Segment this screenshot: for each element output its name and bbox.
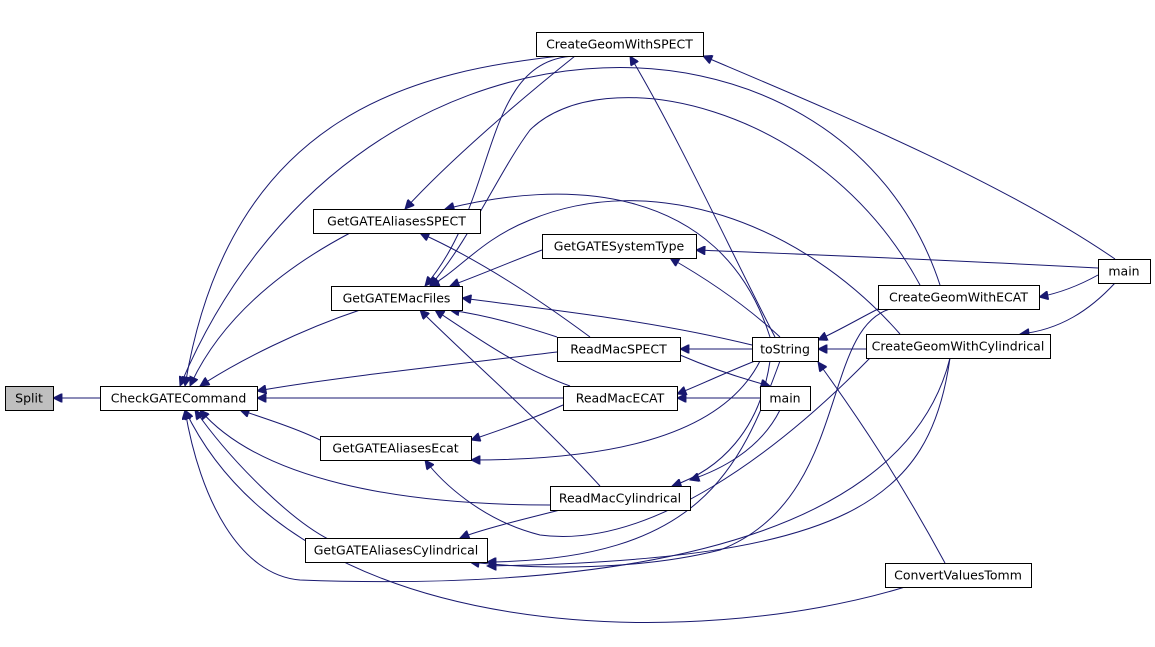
node-label: GetGATEAliasesEcat <box>332 441 458 456</box>
node-box <box>305 538 488 563</box>
node-rmecat[interactable]: ReadMacECAT <box>563 386 678 411</box>
node-box <box>866 334 1051 359</box>
node-cgcyl[interactable]: CreateGeomWithCylindrical <box>866 334 1051 359</box>
edge-main_right-to-cgcyl <box>1020 282 1116 334</box>
node-box <box>5 386 54 411</box>
node-box <box>542 234 697 259</box>
node-box <box>536 32 704 57</box>
edge-tostring-to-rmecat <box>677 360 756 394</box>
node-tostring[interactable]: toString <box>752 337 819 362</box>
edge-tostring-to-aecat <box>471 360 761 460</box>
node-convert[interactable]: ConvertValuesTomm <box>885 563 1032 588</box>
node-box <box>752 337 819 362</box>
node-box <box>878 285 1040 310</box>
edge-cgcyl-to-check <box>185 357 951 583</box>
node-cgecat[interactable]: CreateGeomWithECAT <box>878 285 1040 310</box>
node-label: CreateGeomWithSPECT <box>546 37 693 52</box>
edge-tostring-to-systype <box>670 258 781 338</box>
node-label: CheckGATECommand <box>111 391 247 406</box>
node-label: ReadMacCylindrical <box>559 491 681 506</box>
edge-main_right-to-cgspect <box>703 56 1116 260</box>
edge-macfiles-to-check <box>200 309 361 386</box>
node-box <box>1098 259 1151 284</box>
edge-cgspect-to-aspect <box>405 55 576 209</box>
edge-tostring-to-macfiles <box>462 298 753 346</box>
node-label: ReadMacECAT <box>576 391 665 406</box>
node-main_mid[interactable]: main <box>760 386 811 411</box>
node-label: ReadMacSPECT <box>570 342 667 357</box>
node-box <box>550 486 691 511</box>
node-label: GetGATESystemType <box>554 239 685 254</box>
edge-tostring-to-aspect <box>445 193 771 338</box>
edge-rmcyl-to-acyl <box>460 509 561 538</box>
edge-rmspect-to-main_mid <box>679 354 770 386</box>
node-label: GetGATEAliasesSPECT <box>327 214 466 229</box>
edge-systype-to-macfiles <box>450 249 543 286</box>
node-main_right[interactable]: main <box>1098 259 1151 284</box>
node-layer: Split CheckGATECommand CreateGeomWithSPECT… <box>5 32 1151 588</box>
edge-cgspect-to-check <box>185 54 571 386</box>
node-box <box>313 209 481 234</box>
edge-rmcyl-to-check <box>200 410 551 506</box>
node-box <box>557 337 681 362</box>
node-box <box>760 386 811 411</box>
node-box <box>563 386 678 411</box>
edge-acyl-to-check <box>195 410 331 541</box>
edge-cgcyl-to-aecat <box>425 357 871 537</box>
node-label: main <box>769 391 800 406</box>
node-acyl[interactable]: GetGATEAliasesCylindrical <box>305 538 488 563</box>
node-label: CreateGeomWithECAT <box>889 290 1028 305</box>
node-label: main <box>1108 264 1139 279</box>
node-cgspect[interactable]: CreateGeomWithSPECT <box>536 32 704 57</box>
node-label: GetGATEAliasesCylindrical <box>314 543 479 558</box>
node-label: CreateGeomWithCylindrical <box>872 339 1045 354</box>
edge-main_right-to-cgecat <box>1039 274 1099 297</box>
node-label: Split <box>15 391 43 406</box>
node-split[interactable]: Split <box>5 386 54 411</box>
node-box <box>100 386 258 411</box>
edge-convert-to-tostring <box>818 362 946 564</box>
node-box <box>331 286 463 311</box>
edge-cgecat-to-tostring <box>818 307 881 340</box>
edge-cgcyl-to-macfiles <box>430 200 901 335</box>
edge-convert-to-check <box>185 410 906 623</box>
node-rmspect[interactable]: ReadMacSPECT <box>557 337 681 362</box>
edge-cgecat-to-acyl <box>470 308 891 567</box>
node-rmcyl[interactable]: ReadMacCylindrical <box>550 486 691 511</box>
edge-layer <box>53 54 1116 623</box>
node-label: ConvertValuesTomm <box>894 568 1022 583</box>
node-box <box>885 563 1032 588</box>
edge-main_right-to-systype <box>696 250 1099 269</box>
edge-rmspect-to-check <box>257 351 558 391</box>
edge-rmecat-to-aecat <box>471 404 564 440</box>
node-label: toString <box>760 342 810 357</box>
edge-rmspect-to-macfiles <box>450 310 558 338</box>
node-systype[interactable]: GetGATESystemType <box>542 234 697 259</box>
node-label: GetGATEMacFiles <box>343 291 451 306</box>
edge-cgecat-to-check <box>180 67 941 386</box>
node-aspect[interactable]: GetGATEAliasesSPECT <box>313 209 481 234</box>
edge-aecat-to-check <box>240 410 321 441</box>
node-check[interactable]: CheckGATECommand <box>100 386 258 411</box>
node-box <box>320 436 472 461</box>
edge-rmecat-to-macfiles <box>435 310 571 387</box>
edge-tostring-to-cgspect <box>630 56 776 338</box>
edge-aspect-to-check <box>190 232 351 386</box>
edge-cgspect-to-macfiles <box>425 55 576 286</box>
node-macfiles[interactable]: GetGATEMacFiles <box>331 286 463 311</box>
edge-cgcyl-to-acyl <box>487 357 951 566</box>
edge-main_mid-to-rmcyl <box>690 409 781 480</box>
edge-rmspect-to-aspect <box>420 233 591 338</box>
node-aecat[interactable]: GetGATEAliasesEcat <box>320 436 472 461</box>
edge-rmcyl-to-macfiles <box>420 310 601 487</box>
